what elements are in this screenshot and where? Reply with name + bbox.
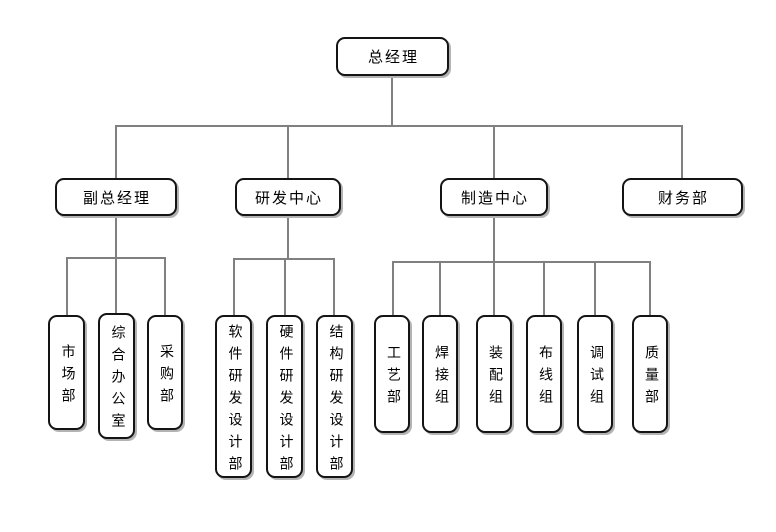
- connector-deputy-stub: [115, 216, 117, 258]
- node-label: 硬件研发设计部: [277, 323, 293, 478]
- node-wiring-group[interactable]: 布线组: [526, 315, 562, 433]
- node-label: 结构研发设计部: [327, 323, 343, 478]
- connector-drop-quality: [649, 261, 651, 315]
- node-general-office[interactable]: 综合办公室: [98, 313, 135, 439]
- connector-mfg-stub: [493, 216, 495, 262]
- node-label: 副总经理: [82, 190, 151, 207]
- node-rd-center[interactable]: 研发中心: [235, 178, 341, 216]
- connector-drop-assembly: [493, 261, 495, 315]
- connector-level2-bus: [115, 125, 683, 127]
- node-label: 调试组: [588, 345, 603, 411]
- node-general-manager[interactable]: 总经理: [336, 37, 449, 76]
- node-label: 工艺部: [385, 345, 400, 411]
- node-debugging-group[interactable]: 调试组: [577, 315, 613, 433]
- connector-mfg-bus: [392, 261, 651, 263]
- connector-drop-process: [392, 261, 394, 315]
- connector-drop-office: [115, 257, 117, 315]
- node-procurement-dept[interactable]: 采购部: [147, 315, 183, 430]
- connector-drop-finance: [681, 125, 683, 178]
- connector-drop-welding: [439, 261, 441, 315]
- node-quality-dept[interactable]: 质量部: [632, 315, 668, 433]
- node-finance-dept[interactable]: 财务部: [622, 178, 743, 216]
- connector-drop-hardware: [284, 258, 286, 315]
- node-label: 装配组: [487, 345, 502, 411]
- connector-drop-wiring: [543, 261, 545, 315]
- node-label: 研发中心: [254, 190, 323, 207]
- connector-drop-rd: [287, 125, 289, 178]
- node-process-dept[interactable]: 工艺部: [374, 315, 410, 433]
- connector-drop-mfg: [493, 125, 495, 178]
- node-label: 总经理: [367, 50, 419, 66]
- node-hardware-rd-design-dept[interactable]: 硬件研发设计部: [266, 315, 303, 478]
- node-welding-group[interactable]: 焊接组: [422, 315, 458, 433]
- node-manufacturing-center[interactable]: 制造中心: [440, 178, 548, 216]
- node-label: 制造中心: [460, 190, 529, 207]
- connector-drop-marketing: [66, 257, 68, 315]
- node-assembly-group[interactable]: 装配组: [476, 315, 512, 433]
- node-label: 市场部: [59, 343, 75, 410]
- connector-drop-procurement: [164, 257, 166, 315]
- connector-drop-deputy: [115, 125, 117, 178]
- node-label: 综合办公室: [109, 325, 125, 435]
- connector-drop-debugging: [594, 261, 596, 315]
- connector-drop-structure: [333, 258, 335, 315]
- node-label: 布线组: [537, 345, 552, 411]
- node-deputy-general-manager[interactable]: 副总经理: [55, 178, 177, 216]
- connector-root-stub: [391, 76, 393, 126]
- node-label: 财务部: [657, 190, 709, 207]
- node-label: 软件研发设计部: [226, 323, 242, 478]
- connector-rd-stub: [287, 216, 289, 259]
- connector-drop-software: [233, 258, 235, 315]
- node-label: 质量部: [643, 345, 658, 411]
- node-label: 采购部: [158, 343, 173, 410]
- node-structure-rd-design-dept[interactable]: 结构研发设计部: [316, 315, 353, 478]
- node-software-rd-design-dept[interactable]: 软件研发设计部: [215, 315, 252, 478]
- node-label: 焊接组: [433, 345, 448, 411]
- node-marketing-dept[interactable]: 市场部: [48, 315, 85, 430]
